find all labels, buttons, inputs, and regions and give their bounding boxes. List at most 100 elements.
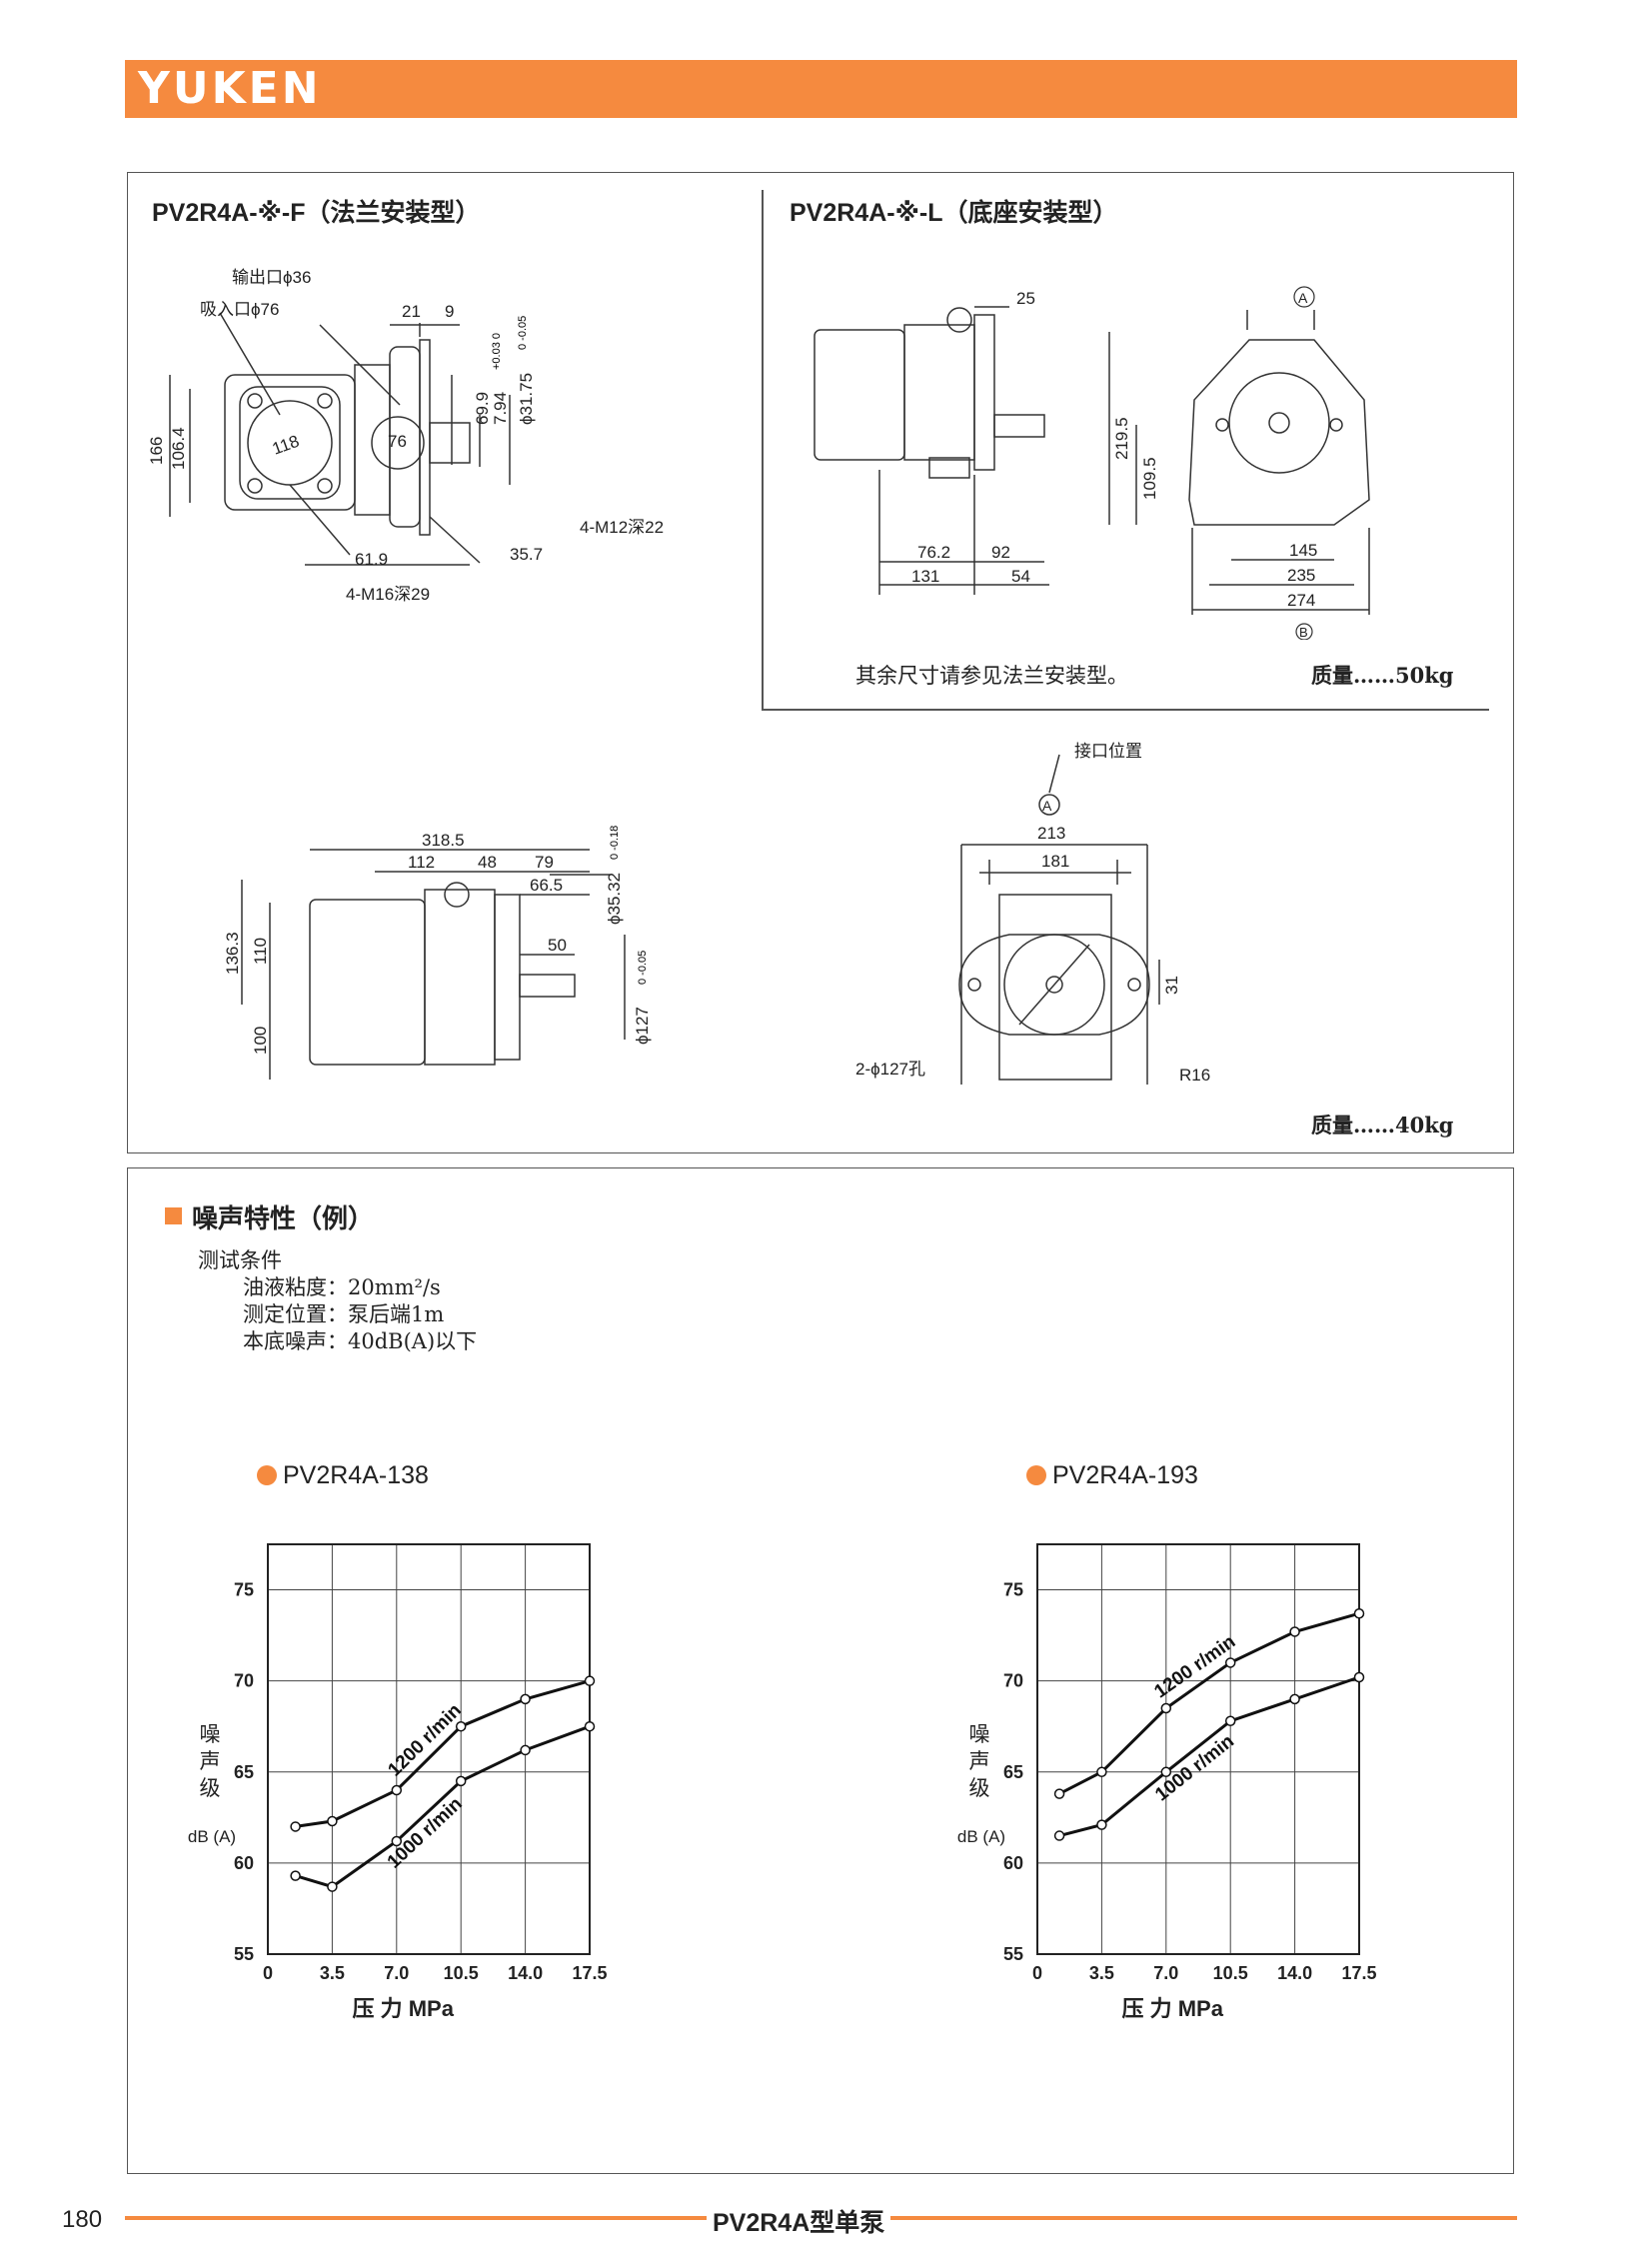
y-tick-label: 60 bbox=[234, 1853, 254, 1873]
dim-118: 118 bbox=[270, 432, 302, 459]
dim-145: 145 bbox=[1289, 541, 1317, 560]
x-tick-label: 3.5 bbox=[320, 1963, 345, 1983]
drawing-panel bbox=[127, 172, 1514, 1153]
dim-61-9: 61.9 bbox=[355, 550, 388, 569]
data-point bbox=[1160, 1702, 1172, 1714]
front-drawing: 接口位置 A 213 181 31 2-ϕ127孔 R16 bbox=[855, 742, 1210, 1085]
x-tick-label: 14.0 bbox=[1277, 1963, 1312, 1983]
y-axis-label-char: 声 bbox=[200, 1750, 221, 1773]
dim-131: 131 bbox=[911, 567, 939, 586]
x-tick-label: 10.5 bbox=[444, 1963, 479, 1983]
dim-106-4: 106.4 bbox=[169, 427, 188, 470]
plot-frame bbox=[267, 1543, 591, 1955]
dim-31: 31 bbox=[1162, 976, 1181, 995]
y-axis-label-char: 噪 bbox=[200, 1723, 221, 1746]
y-tick-label: 65 bbox=[234, 1762, 254, 1782]
chart2-bullet-icon bbox=[1026, 1465, 1046, 1485]
y-tick-label: 75 bbox=[1003, 1580, 1023, 1600]
x-axis-label: 压 力 MPa bbox=[353, 1996, 455, 2019]
data-point bbox=[327, 1881, 338, 1892]
y-axis-label-char: 噪 bbox=[969, 1723, 990, 1746]
condition-position: 测定位置：泵后端1m bbox=[243, 1302, 445, 1326]
dim-m12: 4-M12深22 bbox=[580, 518, 664, 537]
data-point bbox=[1053, 1830, 1065, 1841]
dim-181: 181 bbox=[1041, 852, 1069, 871]
holes-label: 2-ϕ127孔 bbox=[855, 1060, 925, 1079]
dim-31-75: ϕ31.75 bbox=[517, 373, 536, 425]
y-axis-label-char: 声 bbox=[969, 1750, 990, 1773]
dim-21: 21 bbox=[402, 302, 421, 321]
data-point bbox=[1224, 1657, 1236, 1668]
front-mass: 质量……40kg bbox=[1311, 1113, 1454, 1137]
dim-318-5: 318.5 bbox=[422, 831, 465, 850]
y-tick-label: 65 bbox=[1003, 1762, 1023, 1782]
flange-title: PV2R4A-※-F（法兰安装型） bbox=[152, 199, 481, 227]
base-note: 其余尺寸请参见法兰安装型。 bbox=[855, 664, 1128, 688]
section-marker bbox=[165, 1207, 182, 1224]
y-axis-label-char: 级 bbox=[200, 1777, 221, 1800]
panel-divider bbox=[762, 190, 764, 710]
y-tick-label: 75 bbox=[234, 1580, 254, 1600]
header-bar bbox=[125, 60, 1517, 118]
dim-54: 54 bbox=[1011, 567, 1030, 586]
noise-panel bbox=[127, 1167, 1514, 2174]
x-tick-label: 0 bbox=[263, 1963, 273, 1983]
dim-48: 48 bbox=[478, 853, 497, 872]
dim-7-94: 7.94 bbox=[491, 392, 510, 425]
dim-92: 92 bbox=[991, 543, 1010, 562]
data-point bbox=[327, 1815, 338, 1827]
x-tick-label: 7.0 bbox=[1153, 1963, 1178, 1983]
y-tick-label: 70 bbox=[1003, 1671, 1023, 1691]
conditions-title: 测试条件 bbox=[198, 1248, 282, 1272]
base-mass: 质量……50kg bbox=[1311, 663, 1454, 688]
y-tick-label: 55 bbox=[234, 1944, 254, 1964]
y-tick-label: 55 bbox=[1003, 1944, 1023, 1964]
y-tick-label: 60 bbox=[1003, 1853, 1023, 1873]
dim-274: 274 bbox=[1287, 591, 1315, 610]
flange-drawing: 输出口ϕ36 吸入口ϕ76 21 9 166 106.4 118 76 69.9… bbox=[147, 268, 664, 604]
x-tick-label: 14.0 bbox=[508, 1963, 543, 1983]
dim-inlet: 吸入口ϕ76 bbox=[200, 300, 279, 319]
series-label: 1000 r/min bbox=[384, 1793, 467, 1872]
data-point bbox=[1353, 1671, 1365, 1683]
dim-25: 25 bbox=[1016, 289, 1035, 308]
data-point bbox=[1289, 1693, 1300, 1705]
dim-112: 112 bbox=[408, 853, 435, 872]
x-tick-label: 10.5 bbox=[1213, 1963, 1248, 1983]
data-point bbox=[1096, 1819, 1107, 1830]
dim-76-2: 76.2 bbox=[917, 543, 950, 562]
plot-frame bbox=[1036, 1543, 1360, 1955]
tol-127: 0 -0.05 bbox=[637, 951, 649, 985]
base-drawing: 25 219.5 109.5 76.2 92 131 54 145 235 27… bbox=[814, 286, 1370, 640]
series-line-1000 bbox=[1058, 1675, 1360, 1838]
dim-136-3: 136.3 bbox=[223, 932, 242, 975]
dim-m16: 4-M16深29 bbox=[346, 585, 430, 604]
data-point bbox=[1096, 1766, 1107, 1778]
x-tick-label: 7.0 bbox=[384, 1963, 409, 1983]
dim-35-32: ϕ35.32 bbox=[605, 873, 624, 925]
dim-76: 76 bbox=[388, 432, 407, 451]
r16-label: R16 bbox=[1179, 1066, 1210, 1085]
series-line-1000 bbox=[295, 1724, 591, 1889]
data-point bbox=[290, 1870, 301, 1881]
chart2-title: PV2R4A-193 bbox=[1026, 1461, 1198, 1490]
y-axis-unit: dB (A) bbox=[957, 1827, 1005, 1846]
datum-a-front: A bbox=[1042, 798, 1052, 814]
chart1-bullet-icon bbox=[257, 1465, 277, 1485]
y-axis-unit: dB (A) bbox=[188, 1827, 236, 1846]
dim-69-9: 69.9 bbox=[473, 392, 492, 425]
base-title: PV2R4A-※-L（底座安装型） bbox=[790, 199, 1118, 227]
data-point bbox=[584, 1720, 596, 1732]
dim-100: 100 bbox=[251, 1027, 270, 1055]
dim-213: 213 bbox=[1037, 824, 1065, 843]
data-point bbox=[1289, 1626, 1300, 1637]
data-point bbox=[1224, 1715, 1236, 1727]
y-tick-label: 70 bbox=[234, 1671, 254, 1691]
dim-outlet: 输出口ϕ36 bbox=[232, 268, 311, 287]
x-tick-label: 17.5 bbox=[1341, 1963, 1376, 1983]
dim-79: 79 bbox=[535, 853, 554, 872]
condition-background: 本底噪声：40dB(A)以下 bbox=[243, 1329, 478, 1353]
condition-viscosity: 油液粘度：20mm²/s bbox=[243, 1275, 441, 1299]
